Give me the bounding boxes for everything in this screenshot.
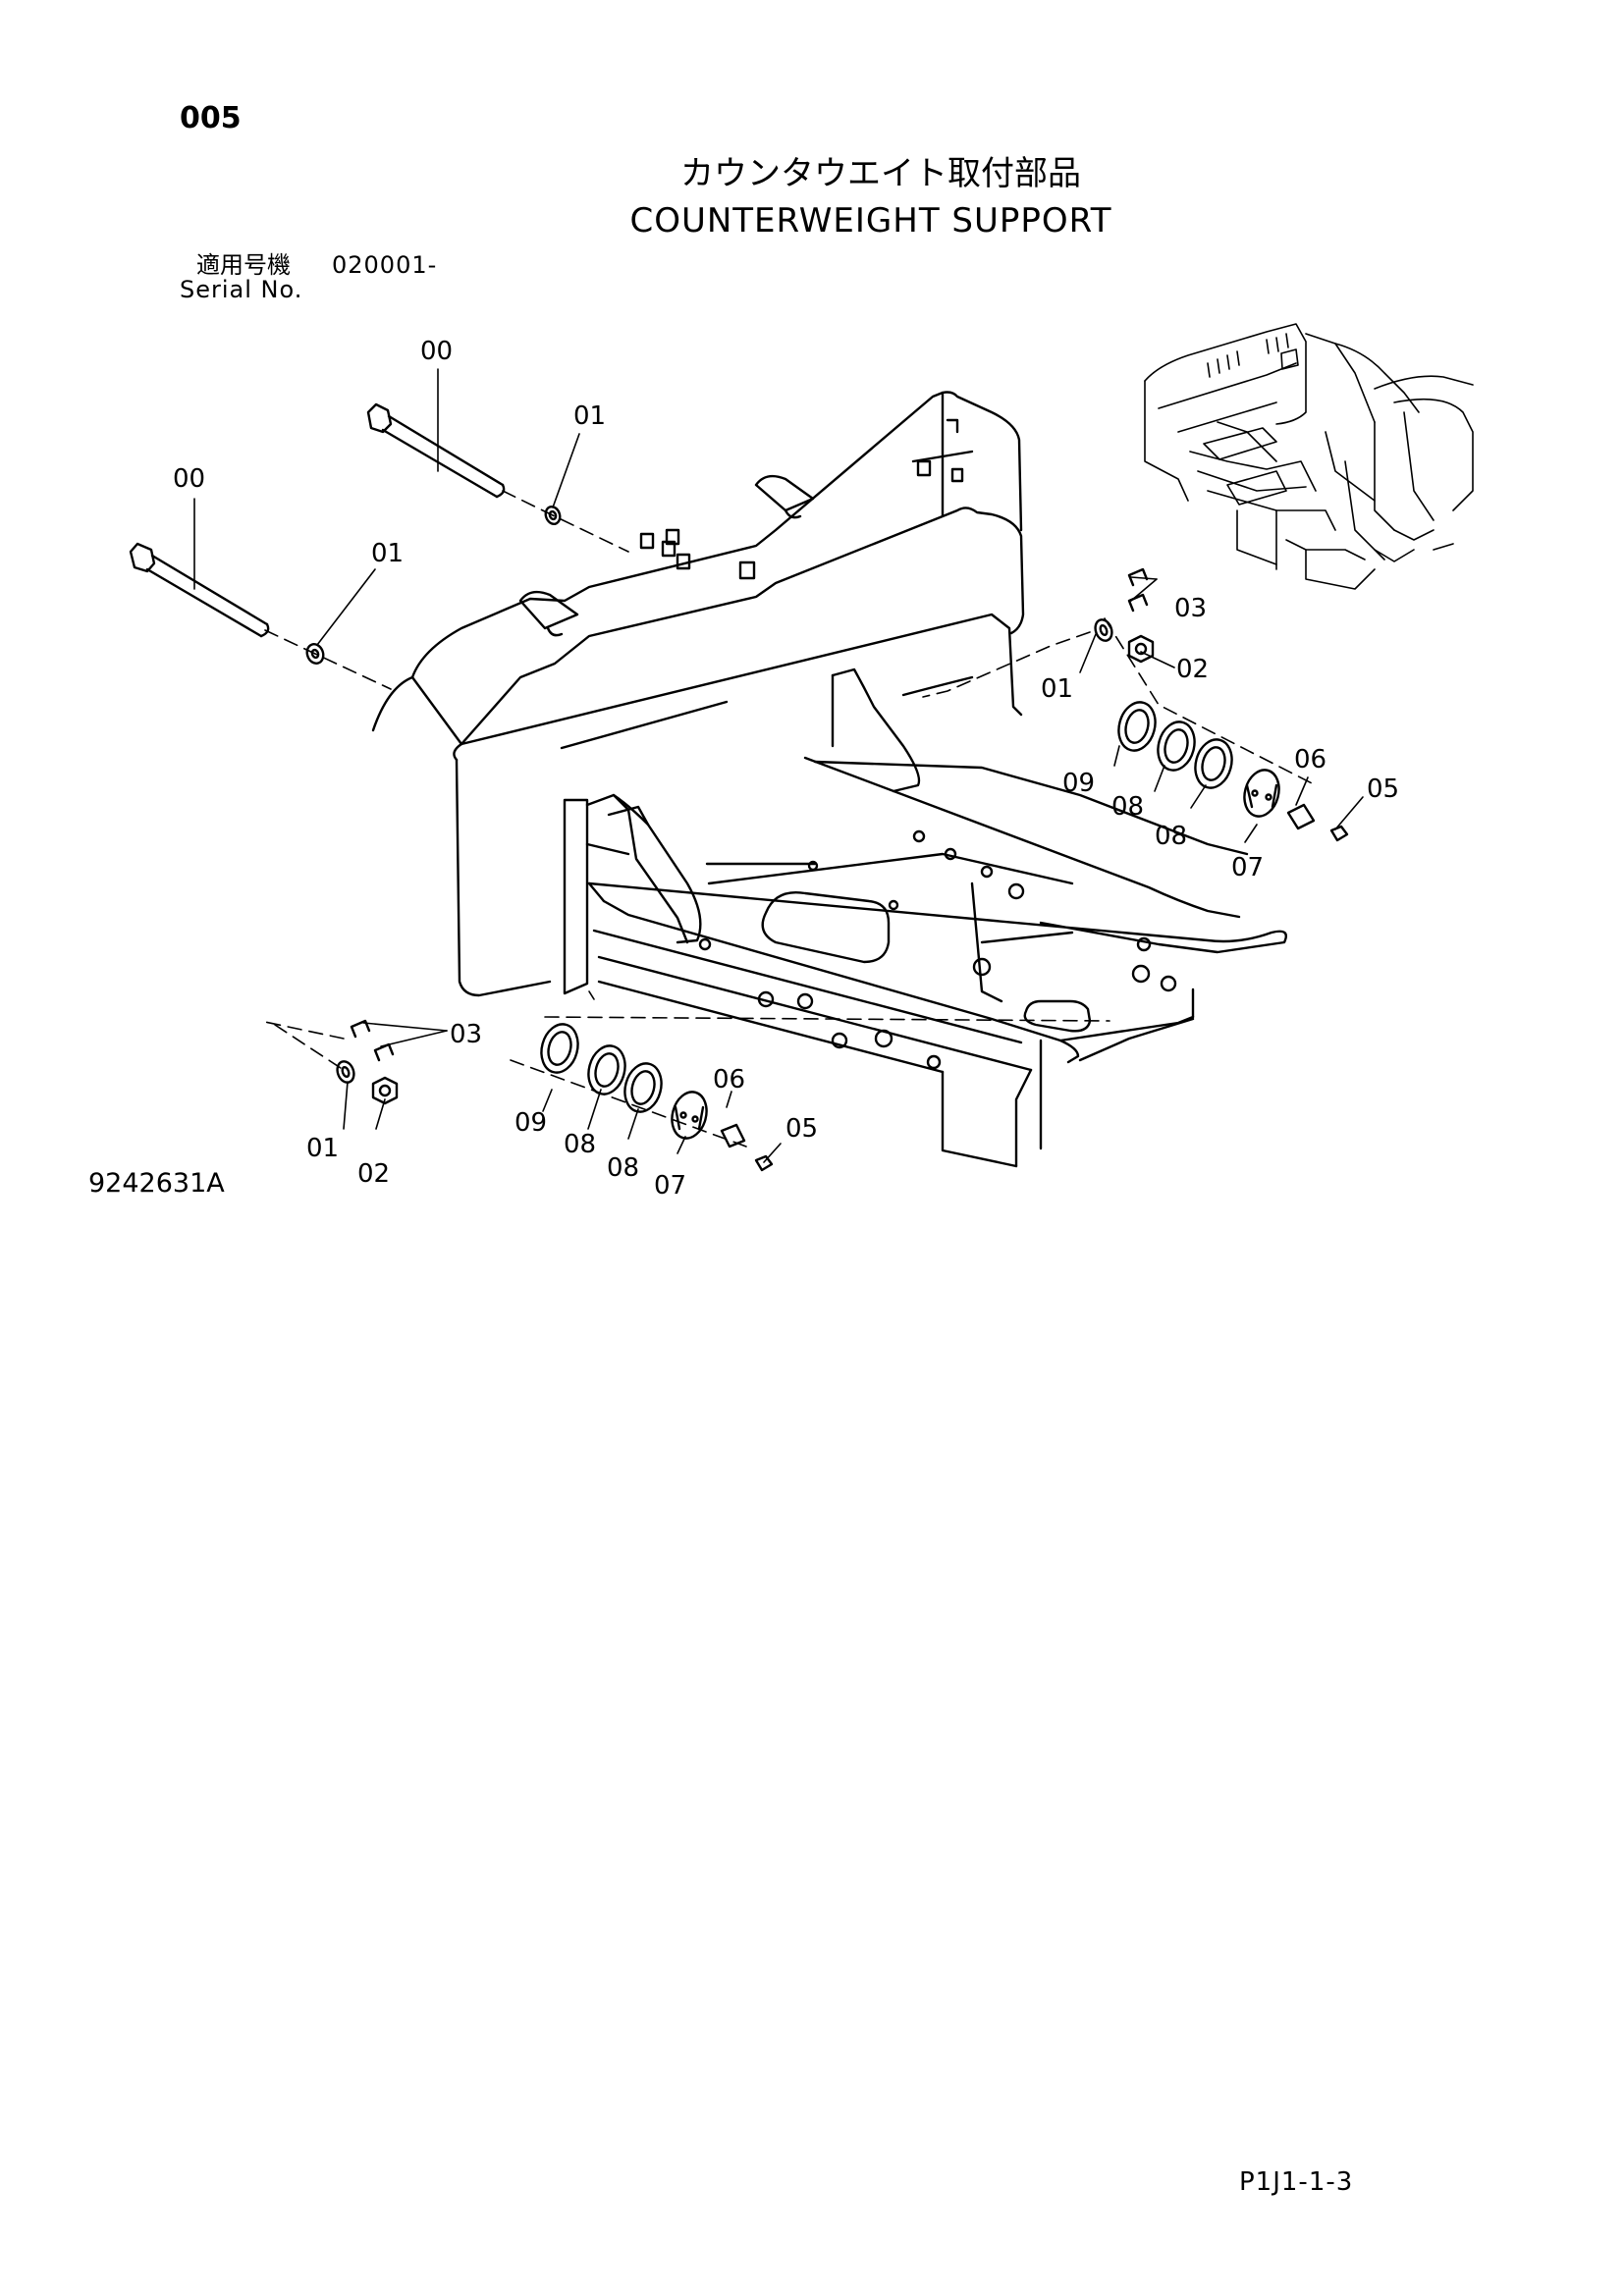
title-japanese: カウンタウエイト取付部品 (680, 154, 1081, 193)
counterweight-block (371, 391, 1025, 997)
bolt-lower (129, 542, 270, 638)
serial-value: 020001- (332, 251, 438, 279)
plate-06-lower (720, 1123, 746, 1148)
callout-03-lower: 03 (450, 1020, 482, 1049)
callout-07-upper: 07 (1231, 853, 1264, 882)
callout-labels: 00 01 00 01 03 02 01 06 05 09 08 08 07 0… (173, 337, 1399, 1201)
callout-05-upper: 05 (1367, 774, 1399, 804)
lock-plates-lower (350, 1019, 395, 1062)
callout-06-lower: 06 (713, 1065, 745, 1095)
callout-03-upper: 03 (1174, 594, 1207, 623)
plate-06-upper (1286, 803, 1316, 830)
washer-01-upper-right (1094, 618, 1113, 642)
callout-08-upper-a: 08 (1111, 792, 1144, 822)
callout-06-upper: 06 (1294, 745, 1326, 774)
page-code: P1J1-1-3 (1239, 2167, 1354, 2197)
callout-08-lower-a: 08 (564, 1130, 596, 1159)
page-number: 005 (180, 101, 242, 135)
lock-plates-upper (1127, 567, 1149, 613)
title-english: COUNTERWEIGHT SUPPORT (629, 201, 1112, 240)
shims-upper (1117, 701, 1233, 789)
callout-00-lower: 00 (173, 464, 205, 494)
inset-machine-view (1144, 323, 1474, 590)
callout-01-upper-right: 01 (1041, 674, 1073, 704)
callout-08-lower-b: 08 (607, 1153, 639, 1183)
callout-05-lower: 05 (785, 1114, 818, 1144)
drawing-number: 9242631A (88, 1168, 225, 1199)
callout-09-upper: 09 (1062, 769, 1095, 798)
callout-00-upper: 00 (420, 337, 453, 366)
shims-lower (540, 1023, 663, 1113)
callout-01-lower-left: 01 (306, 1134, 339, 1163)
assembly-lines (259, 490, 1317, 1148)
serial-label-japanese: 適用号機 (196, 251, 291, 279)
callout-08-upper-b: 08 (1155, 822, 1187, 851)
callout-02-upper: 02 (1176, 655, 1209, 684)
callout-02-lower: 02 (357, 1159, 390, 1189)
bolt-05-upper (1329, 825, 1349, 842)
callout-07-lower: 07 (654, 1171, 686, 1201)
leader-lines (193, 368, 1364, 1163)
washer-01-lower (305, 643, 325, 665)
nut-02-upper (1127, 634, 1155, 664)
cap-07-lower (671, 1091, 708, 1140)
nut-02-lower (371, 1076, 399, 1105)
washer-01-lower-left (336, 1060, 355, 1084)
callout-09-lower: 09 (514, 1108, 547, 1138)
callout-01-lower: 01 (371, 539, 404, 568)
bolt-upper (366, 402, 506, 499)
callout-01-upper: 01 (573, 401, 606, 431)
cap-07-upper (1243, 769, 1280, 818)
washer-01-upper (544, 506, 562, 525)
counterweight-frame (563, 667, 1287, 1168)
bolt-05-lower (754, 1154, 774, 1172)
serial-label-english: Serial No. (180, 276, 303, 303)
